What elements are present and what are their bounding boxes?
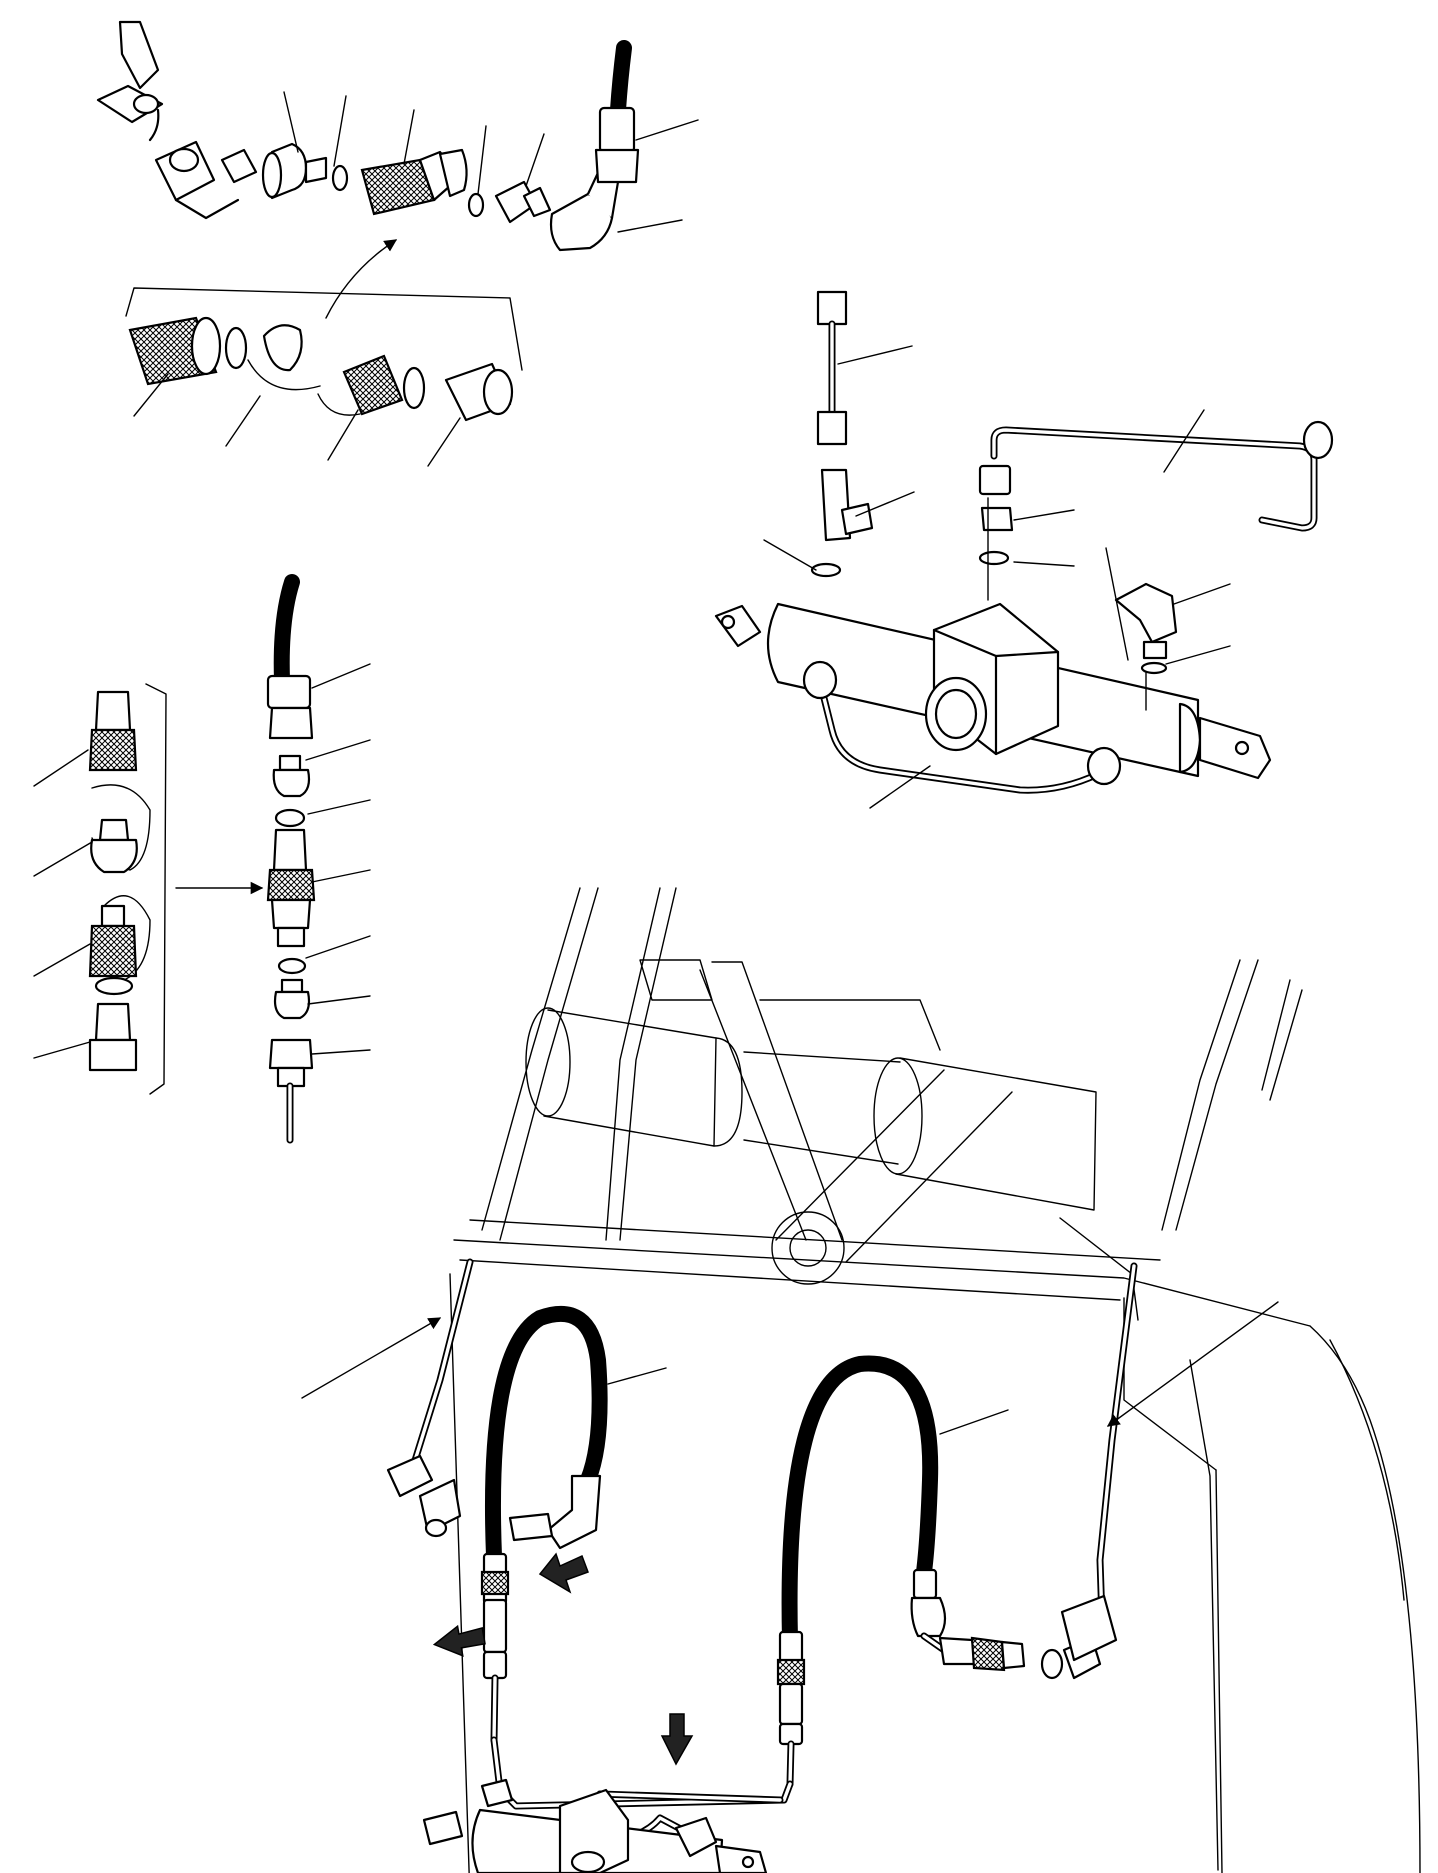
solid-arrow-icon <box>538 1552 589 1594</box>
coupler-vertical-stack <box>175 574 371 1144</box>
callout-arrow-icon <box>325 239 398 319</box>
hose-left-loop <box>480 1305 667 1744</box>
leader-lines-detail-top <box>133 373 461 467</box>
coupler-detail-set-top <box>125 287 523 467</box>
solid-arrow-icon <box>432 1624 486 1657</box>
mounting-bracket <box>96 20 240 220</box>
detail-parts-row <box>128 316 514 422</box>
solid-arrow-icon <box>660 1713 694 1766</box>
coupler-row-parts <box>220 142 622 252</box>
valve-block-detail <box>714 290 1334 809</box>
leader-lines-top <box>283 91 699 233</box>
callout-arrow-icon <box>301 1317 442 1399</box>
coupler-detail-set-left <box>33 683 167 1095</box>
hose-right-loop <box>776 1355 1118 1788</box>
lower-valve-assembly <box>422 1736 794 1873</box>
callout-arrow-icon <box>1106 1301 1279 1427</box>
quick-coupler-exploded-top <box>96 20 699 319</box>
hose-top-right <box>594 40 640 184</box>
loader-frame-installation <box>301 887 1421 1873</box>
